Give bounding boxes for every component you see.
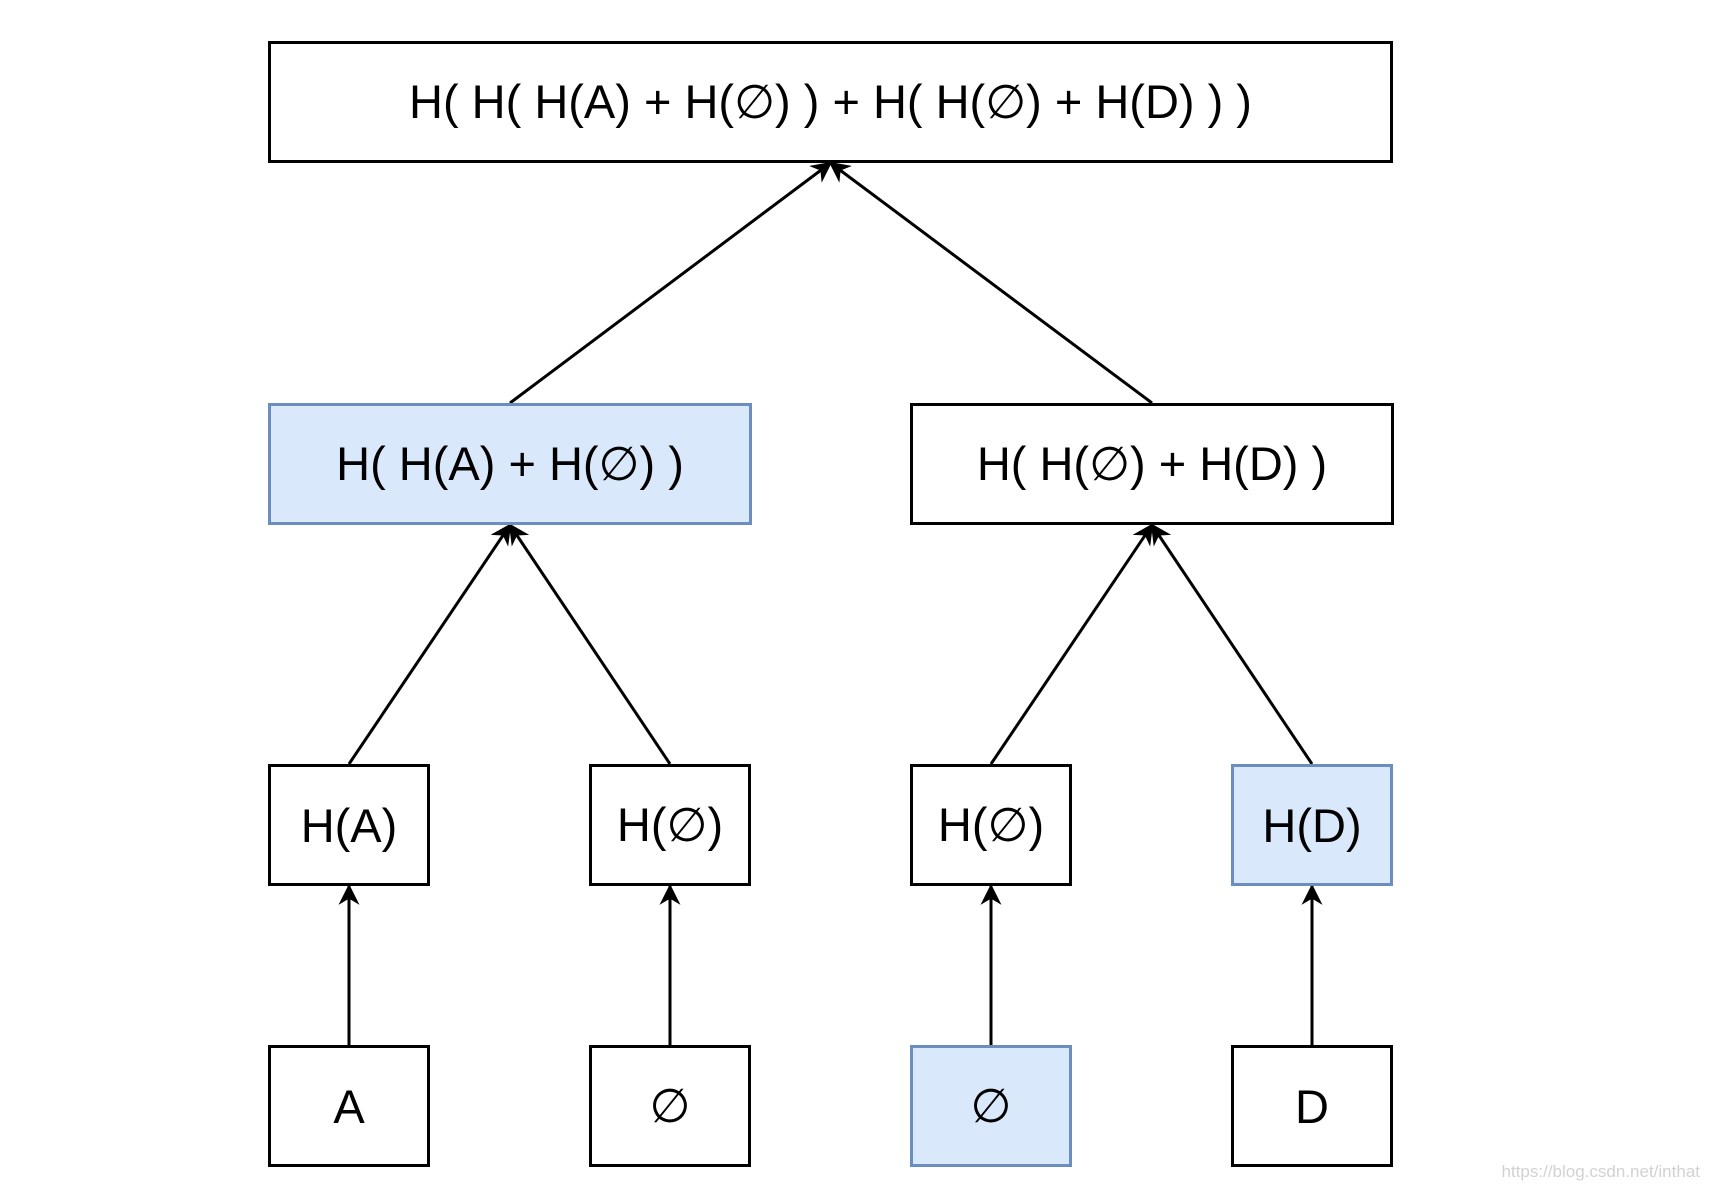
hash-empty-right-node: H(∅) (910, 764, 1072, 886)
edge-hash_a-to-left_mid (347, 523, 512, 765)
watermark-text: https://blog.csdn.net/inthat (1501, 1162, 1700, 1181)
edge-hash_d-to-right_mid (1150, 523, 1314, 765)
leaf-empty-left-node: ∅ (589, 1045, 751, 1167)
hash-empty-left-node: H(∅) (589, 764, 751, 886)
hash-a-node: H(A) (268, 764, 430, 886)
hash-d-node: H(D) (1231, 764, 1393, 886)
edge-left_mid-to-root (509, 161, 833, 405)
edge-right_mid-to-root (828, 161, 1153, 405)
leaf-empty-right-node: ∅ (910, 1045, 1072, 1167)
left-branch-hash-node: H( H(A) + H(∅) ) (268, 403, 752, 525)
edge-hash_empty_right-to-right_mid (989, 523, 1154, 765)
edge-hash_empty_left-to-left_mid (508, 523, 672, 765)
right-branch-hash-node: H( H(∅) + H(D) ) (910, 403, 1394, 525)
leaf-a-node: A (268, 1045, 430, 1167)
root-hash-node: H( H( H(A) + H(∅) ) + H( H(∅) + H(D) ) ) (268, 41, 1393, 163)
leaf-d-node: D (1231, 1045, 1393, 1167)
